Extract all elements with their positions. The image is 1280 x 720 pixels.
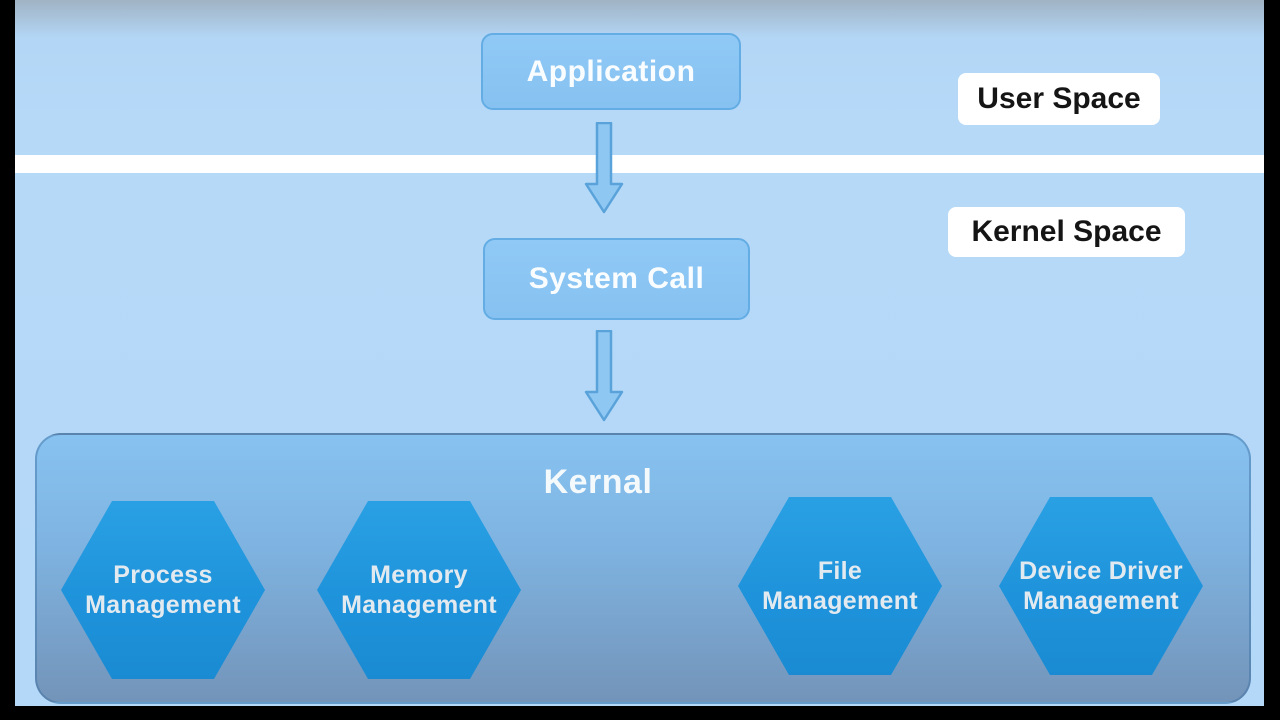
kernel-title: Kernal (543, 463, 653, 501)
hexagon-file-management: File Management (738, 497, 942, 675)
arrow-application-to-system-call-icon (584, 122, 624, 214)
user-space-label-text: User Space (977, 82, 1141, 115)
application-node: Application (481, 33, 741, 110)
hexagon-device-driver-management: Device Driver Management (999, 497, 1203, 675)
system-call-node-label: System Call (528, 262, 705, 295)
application-node-label: Application (526, 54, 696, 88)
hexagon-memory-management: Memory Management (317, 501, 521, 679)
arrow-system-call-to-kernel-icon (584, 330, 624, 422)
user-kernel-space-divider (15, 155, 1264, 173)
user-space-label: User Space (958, 73, 1160, 125)
hexagon-memory-management-label: Memory Management (341, 560, 497, 620)
diagram-canvas: Application System Call User Space Kerne… (15, 0, 1264, 706)
system-call-node: System Call (483, 238, 750, 320)
hexagon-process-management-label: Process Management (85, 560, 241, 620)
kernel-space-label-text: Kernel Space (971, 215, 1162, 248)
kernel-space-label: Kernel Space (948, 207, 1185, 257)
hexagon-file-management-label: File Management (762, 556, 918, 616)
hexagon-device-driver-management-label: Device Driver Management (1019, 556, 1183, 616)
hexagon-process-management: Process Management (61, 501, 265, 679)
